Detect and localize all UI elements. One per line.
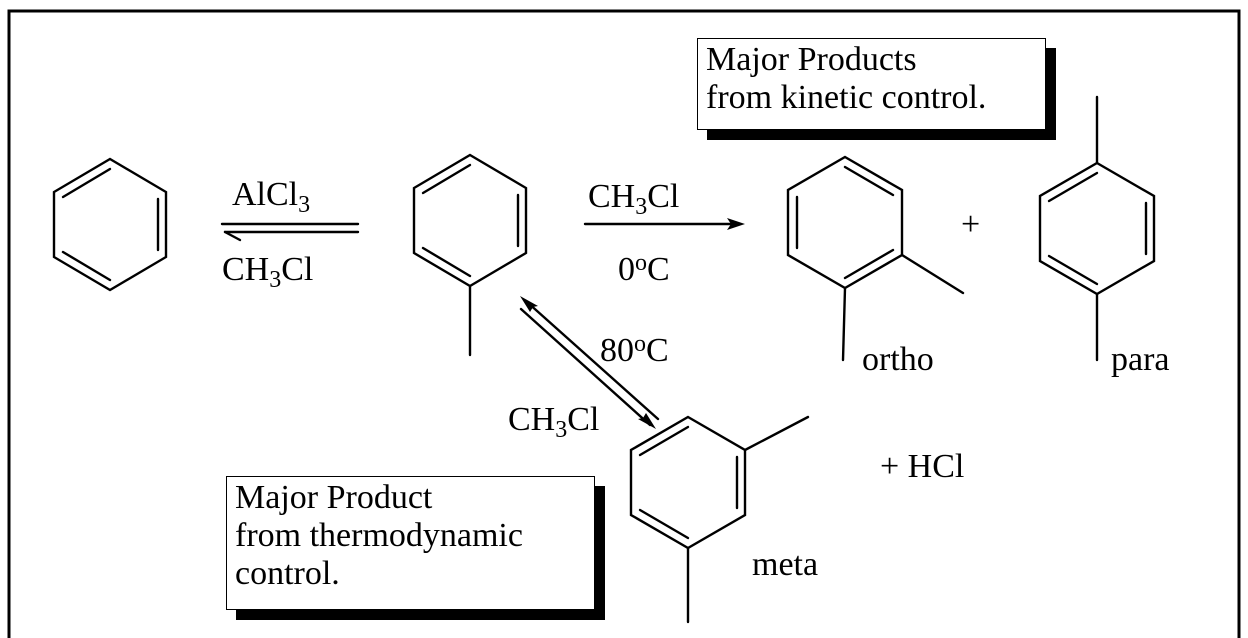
kinetic-box-line: Major Products [706,41,917,78]
reagent-ch3cl-1: CH3Cl [222,251,314,293]
thermo-box-line: from thermodynamic [235,517,523,554]
equilibrium-arrow-1 [220,222,360,242]
reagent-ch3cl-2: CH3Cl [588,178,680,220]
equilibrium-arrow-2 [519,300,660,427]
para-xylene-structure [1038,95,1156,362]
label-meta: meta [752,546,819,583]
label-ortho: ortho [862,341,934,378]
label-para: para [1111,341,1170,378]
toluene-structure [412,153,528,357]
plus-hcl: + HCl [880,448,965,485]
kinetic-box-line: from kinetic control. [706,79,987,116]
benzene-structure [52,157,168,292]
outer-frame [7,9,1241,638]
thermo-box-line: Major Product [235,479,433,516]
arrowhead [520,296,538,312]
condition-80c: 80oC [600,331,669,369]
arrowhead [727,218,745,230]
reagent-alcl3: AlCl3 [232,176,311,218]
condition-0c: 0oC [618,250,670,288]
ortho-xylene-structure [786,155,965,362]
thermo-box-line: control. [235,555,340,592]
arrowhead [638,413,656,429]
meta-xylene-structure [629,415,810,624]
plus-sign: + [961,206,981,243]
kinetic-control-box: Major Products from kinetic control. [697,38,1046,130]
reagent-ch3cl-3: CH3Cl [508,401,600,443]
thermodynamic-control-box: Major Product from thermodynamic control… [226,476,595,610]
